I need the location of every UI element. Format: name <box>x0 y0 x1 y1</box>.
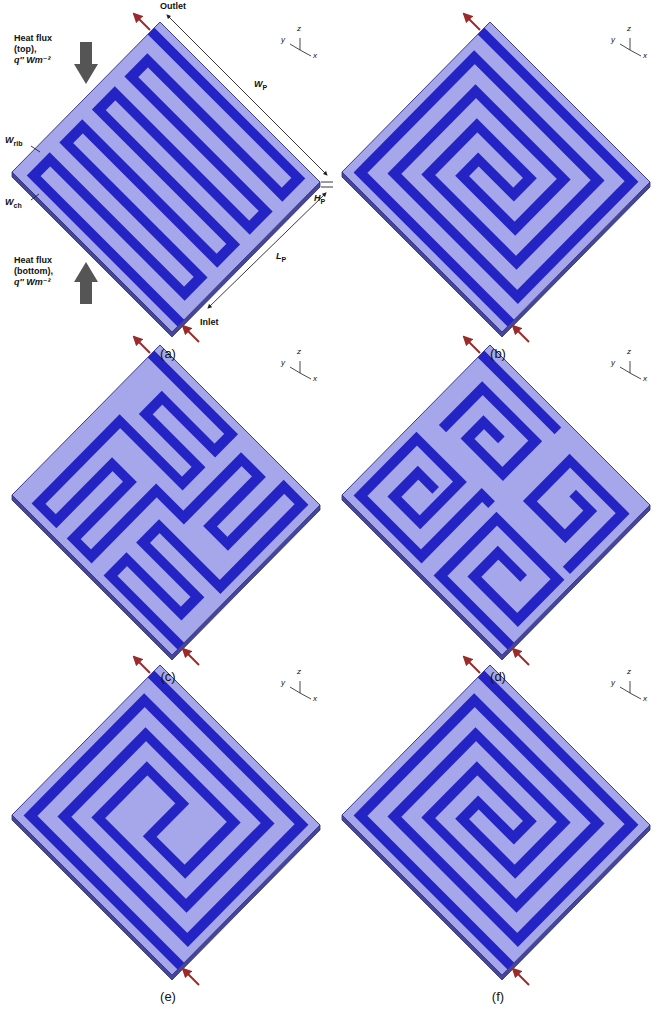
dimension-subscript: P <box>282 256 287 264</box>
heat-flux-label: Heat flux <box>14 34 52 44</box>
dimension-subscript: ch <box>14 202 22 210</box>
dimension-label: W <box>254 80 263 90</box>
axis-label: z <box>627 668 631 677</box>
axis-label: x <box>313 695 317 704</box>
axis-label: z <box>297 348 301 357</box>
outlet-label: Outlet <box>160 2 186 12</box>
dimension-lines <box>31 15 333 308</box>
panel-label: (b) <box>490 347 506 361</box>
heat-flux-unit: q″ Wm⁻² <box>14 278 51 288</box>
dimension-label: W <box>5 198 14 208</box>
plate-c <box>12 337 320 665</box>
dimension-label: L <box>276 252 282 262</box>
heat-flux-unit: q″ Wm⁻² <box>14 56 51 66</box>
plate-d <box>342 337 650 665</box>
dimension-label: H <box>314 194 321 204</box>
plate-b <box>342 14 650 342</box>
inlet-label: Inlet <box>200 318 219 328</box>
axis-label: x <box>313 375 317 384</box>
panel-label: (d) <box>490 670 506 684</box>
panel-label: (a) <box>160 347 176 361</box>
heat-flux-label: (bottom), <box>14 267 53 277</box>
axis-label: y <box>281 359 285 368</box>
axis-label: y <box>281 36 285 45</box>
plate-a <box>12 14 320 342</box>
axis-label: y <box>281 679 285 688</box>
dimension-label: W <box>5 136 14 146</box>
heat-flux-label: (top), <box>14 45 37 55</box>
axis-label: z <box>627 348 631 357</box>
axis-label: x <box>313 52 317 61</box>
panel-label: (f) <box>492 990 504 1004</box>
plate-f <box>342 657 650 985</box>
panel-label: (c) <box>160 670 175 684</box>
axis-label: y <box>611 36 615 45</box>
panel-label: (e) <box>160 990 176 1004</box>
axis-label: y <box>611 359 615 368</box>
axis-label: x <box>643 695 647 704</box>
axis-label: z <box>297 25 301 34</box>
plate-e <box>12 657 320 985</box>
axis-label: z <box>297 668 301 677</box>
axis-label: x <box>643 52 647 61</box>
axis-label: x <box>643 375 647 384</box>
axis-label: z <box>627 25 631 34</box>
dimension-subscript: rib <box>14 140 23 148</box>
dimension-subscript: P <box>263 84 268 92</box>
axis-label: y <box>611 679 615 688</box>
dimension-subscript: P <box>321 198 326 206</box>
heat-flux-arrows <box>74 42 98 304</box>
heat-flux-label: Heat flux <box>14 256 52 266</box>
